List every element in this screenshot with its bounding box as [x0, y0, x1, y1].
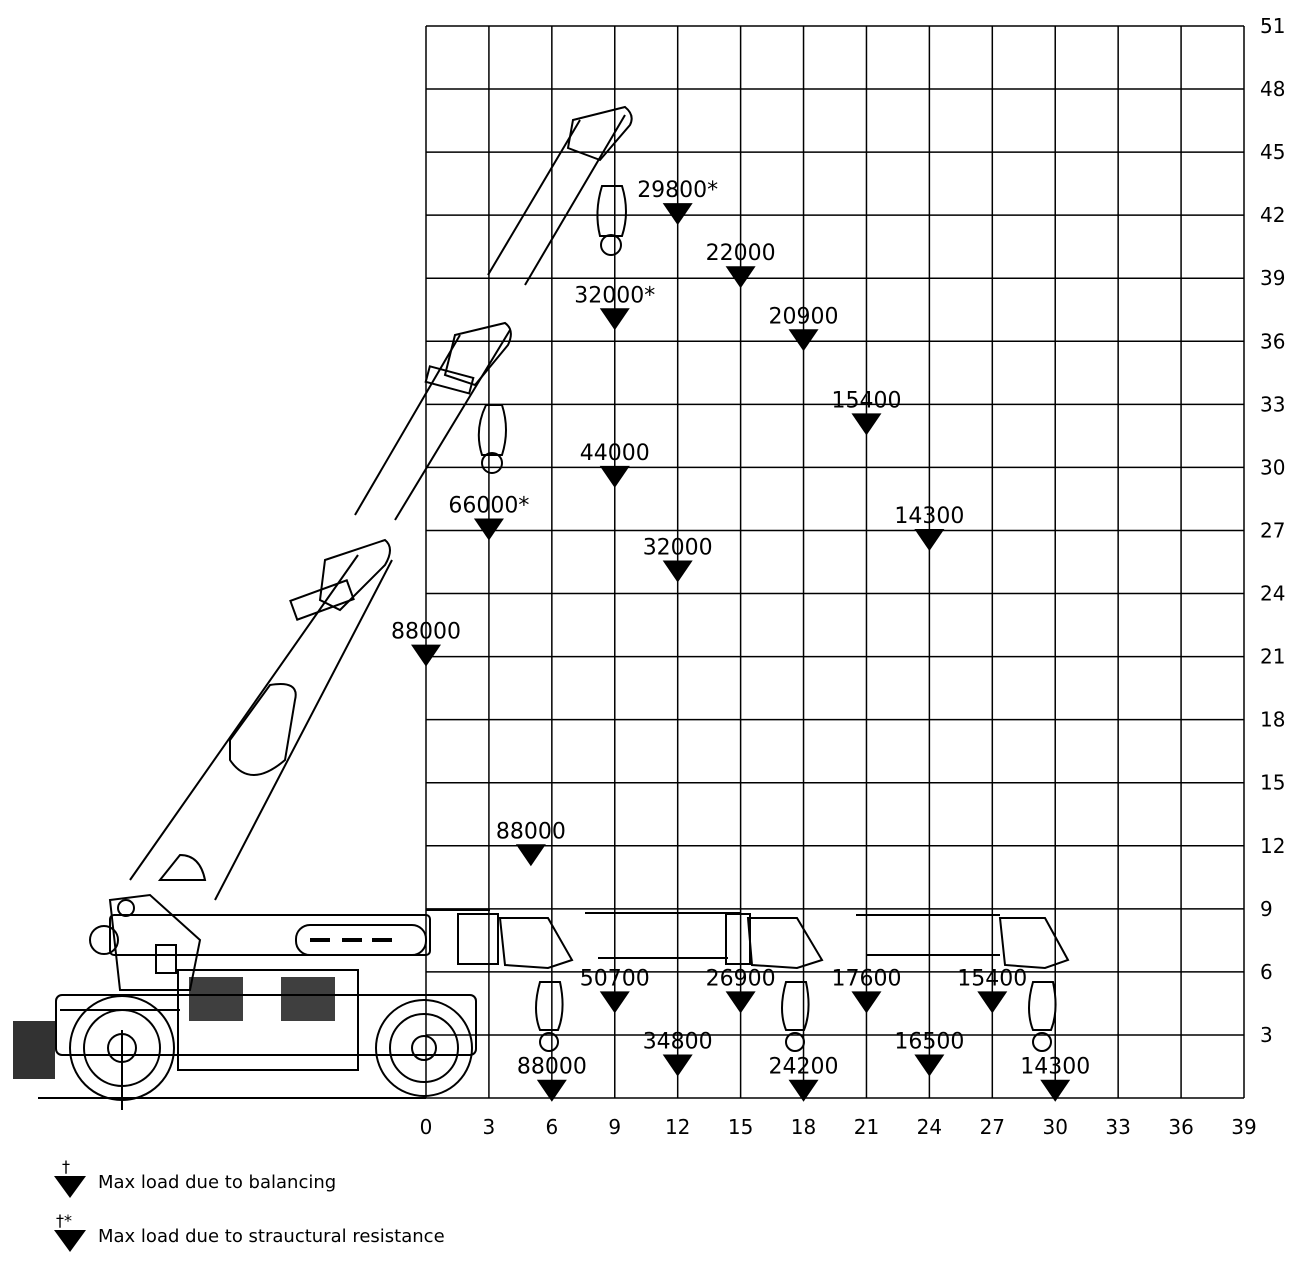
- load-marker: [725, 266, 756, 289]
- legend-structural-symbol: †*: [56, 1214, 72, 1230]
- x-tick-label: 33: [1105, 1115, 1130, 1139]
- y-tick-label: 36: [1260, 329, 1285, 353]
- load-marker: [662, 560, 693, 583]
- x-tick-label: 27: [980, 1115, 1005, 1139]
- load-value-label: 88000: [391, 620, 461, 645]
- load-value-label: 15400: [831, 388, 901, 413]
- load-marker: [1040, 1079, 1071, 1102]
- load-marker: [914, 528, 945, 551]
- x-tick-label: 12: [665, 1115, 690, 1139]
- load-value-label: 14300: [1020, 1055, 1090, 1080]
- x-tick-label: 21: [854, 1115, 879, 1139]
- y-tick-label: 30: [1260, 455, 1285, 479]
- load-value-label: 15400: [957, 966, 1027, 991]
- x-tick-label: 30: [1043, 1115, 1068, 1139]
- load-marker: [914, 1054, 945, 1077]
- y-tick-label: 18: [1260, 708, 1285, 732]
- load-value-label: 88000: [517, 1055, 587, 1080]
- load-marker: [599, 991, 630, 1014]
- y-tick-label: 51: [1260, 14, 1285, 38]
- y-tick-label: 27: [1260, 518, 1285, 542]
- x-tick-label: 24: [917, 1115, 942, 1139]
- y-tick-label: 39: [1260, 266, 1285, 290]
- y-tick-label: 48: [1260, 77, 1285, 101]
- load-value-label: 32000: [643, 536, 713, 561]
- y-tick-label: 6: [1260, 960, 1273, 984]
- x-tick-label: 9: [608, 1115, 621, 1139]
- load-value-label: 50700: [580, 966, 650, 991]
- load-marker: [851, 413, 882, 436]
- load-marker: [662, 203, 693, 226]
- x-tick-label: 6: [545, 1115, 558, 1139]
- x-tick-label: 36: [1168, 1115, 1193, 1139]
- load-marker: [515, 844, 546, 867]
- load-marker: [599, 465, 630, 488]
- load-marker: [536, 1079, 567, 1102]
- load-marker: [851, 991, 882, 1014]
- legend-structural: †* Max load due to strauctural resistanc…: [52, 1214, 652, 1254]
- triangle-marker-icon: †*: [54, 1214, 86, 1252]
- load-value-label: 17600: [831, 966, 901, 991]
- load-value-label: 24200: [769, 1055, 839, 1080]
- load-marker: [662, 1054, 693, 1077]
- load-value-label: 26900: [706, 966, 776, 991]
- x-tick-label: 15: [728, 1115, 753, 1139]
- load-value-label: 32000*: [574, 283, 655, 308]
- load-marker: [411, 644, 441, 667]
- load-value-label: 66000*: [448, 493, 529, 518]
- load-marker: [599, 308, 630, 331]
- x-tick-label: 39: [1231, 1115, 1256, 1139]
- y-tick-label: 45: [1260, 140, 1285, 164]
- load-value-label: 20900: [769, 304, 839, 329]
- load-marker: [977, 991, 1008, 1014]
- load-value-label: 16500: [894, 1029, 964, 1054]
- y-tick-label: 42: [1260, 203, 1285, 227]
- y-tick-label: 9: [1260, 897, 1273, 921]
- y-tick-label: 12: [1260, 834, 1285, 858]
- legend-balancing: † Max load due to balancing: [52, 1160, 652, 1200]
- x-tick-label: 3: [483, 1115, 496, 1139]
- load-marker: [788, 329, 819, 352]
- chart-grid: [425, 25, 1245, 1099]
- load-marker: [725, 991, 756, 1014]
- load-marker: [473, 518, 504, 541]
- load-value-label: 44000: [580, 441, 650, 466]
- legend-balancing-symbol: †: [62, 1160, 70, 1176]
- crane-illustration: [13, 105, 1070, 1110]
- y-tick-label: 21: [1260, 645, 1285, 669]
- load-value-label: 14300: [894, 504, 964, 529]
- load-marker: [788, 1079, 819, 1102]
- load-value-label: 88000: [496, 819, 566, 844]
- load-value-label: 22000: [706, 241, 776, 266]
- load-value-label: 29800*: [637, 178, 718, 203]
- x-tick-label: 18: [791, 1115, 816, 1139]
- load-points: 88000 66000* 44000 32000 32000* 29800* 22000 20…: [391, 178, 1090, 1102]
- y-tick-label: 15: [1260, 771, 1285, 795]
- triangle-marker-icon: †: [54, 1160, 86, 1198]
- legend-structural-text: Max load due to strauctural resistance: [98, 1226, 445, 1247]
- y-tick-label: 24: [1260, 582, 1285, 606]
- x-tick-label: 0: [420, 1115, 433, 1139]
- legend-balancing-text: Max load due to balancing: [98, 1172, 337, 1193]
- y-tick-label: 3: [1260, 1023, 1273, 1047]
- y-tick-label: 33: [1260, 392, 1285, 416]
- legend: † Max load due to balancing †* Max load …: [52, 1160, 652, 1260]
- load-value-label: 34800: [643, 1029, 713, 1054]
